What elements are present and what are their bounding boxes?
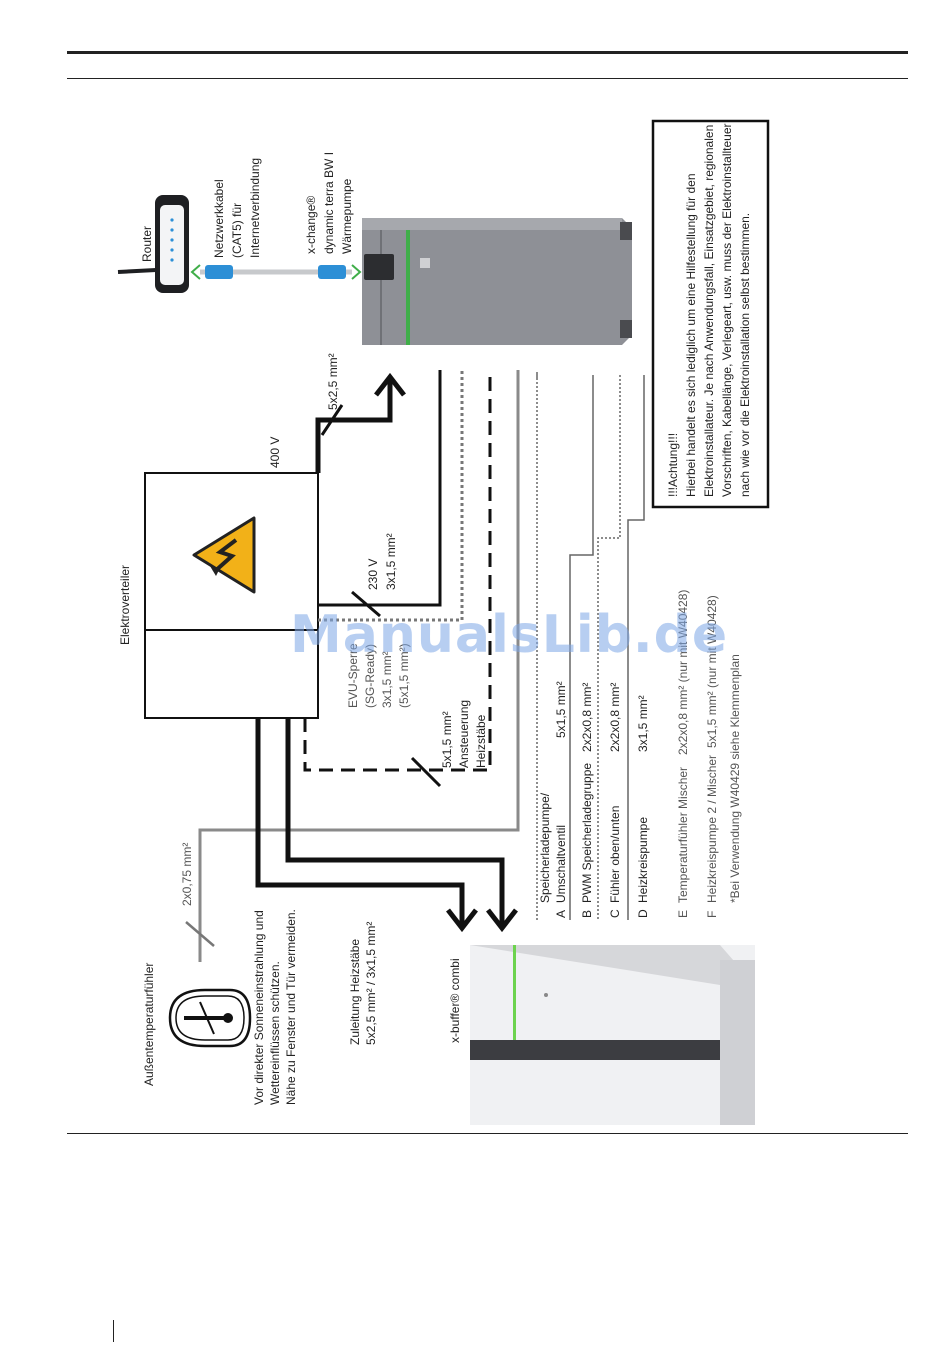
- legend-c-name: Fühler oben/unten: [608, 805, 622, 903]
- warning-icon: [192, 516, 256, 594]
- legend-d-name: Heizkreispumpe: [636, 816, 650, 903]
- legend-c-letter: C: [608, 909, 622, 918]
- thermometer-icon: [168, 988, 252, 1048]
- watermark-logo: ManualsLib.de: [290, 605, 729, 665]
- buffer-label: x-buffer® combi: [448, 958, 462, 1043]
- voltage-230-label-1: 230 V: [366, 558, 380, 590]
- heizstab-ctrl-label-1: 5x1,5 mm²: [440, 711, 454, 768]
- sensor-cable-label: 2x0,75 mm²: [180, 842, 194, 906]
- legend-e-name: Temperaturfühler Mischer: [676, 766, 690, 903]
- voltage-230-label-2: 3x1,5 mm²: [384, 533, 398, 590]
- heatpump-label-1: x-change®: [304, 195, 318, 254]
- heizstab-ctrl-label-3: Heizstäbe: [474, 714, 488, 768]
- network-cable: [190, 264, 362, 280]
- legend-a-name-1: Speicherladepumpe/: [538, 792, 552, 903]
- network-cable-label-2: (CAT5) für: [230, 202, 244, 258]
- router-label: Router: [140, 225, 154, 262]
- top-rule-thin: [67, 78, 908, 79]
- legend-b-letter: B: [580, 909, 594, 918]
- cable-400v: [315, 372, 406, 473]
- heizstab-ctrl-label-2: Ansteuerung: [457, 699, 471, 768]
- legend-d-letter: D: [636, 909, 650, 918]
- distributor-box: [144, 472, 319, 719]
- voltage-400-label: 400 V: [268, 436, 282, 468]
- legend-b-spec: 2x2x0,8 mm²: [580, 682, 594, 752]
- sensor-note-2: Wettereinflüssen schützen.: [268, 961, 282, 1105]
- warning-line-2: Hierbei handelt es sich lediglich um ein…: [684, 173, 698, 497]
- legend-e-letter: E: [676, 909, 690, 918]
- distributor-label: Elektroverteiler: [118, 564, 132, 645]
- legend-a-letter: A: [554, 909, 568, 918]
- top-rule-thick: [67, 51, 908, 54]
- warning-box: [651, 119, 770, 509]
- warning-line-4: Vorschriften, Kabellänge, Verlegeart, us…: [720, 123, 734, 497]
- network-cable-label-3: Internetverbindung: [248, 157, 262, 258]
- outdoor-sensor-label: Außentemperaturfühler: [142, 962, 156, 1086]
- cable-heizstab-supply: [255, 718, 518, 933]
- buffer-unit: [470, 945, 755, 1125]
- bottom-rule: [67, 1133, 908, 1134]
- heatpump-label-3: Wärmepumpe: [340, 178, 354, 254]
- warning-line-3: Elektroinstallateur. Je nach Anwendungsf…: [702, 124, 716, 497]
- cable-sensor: [185, 370, 520, 962]
- heatpump-label-2: dynamic terra BW I: [322, 151, 336, 254]
- legend-f-letter: F: [705, 910, 719, 918]
- legend-c-spec: 2x2x0,8 mm²: [608, 682, 622, 752]
- legend-footnote: *Bei Verwendung W40429 siehe Klemmenplan: [728, 654, 742, 903]
- legend-leaders: [536, 372, 645, 920]
- legend-b-name: PWM Speicherladegruppe: [580, 762, 594, 903]
- cable-heizstab-dashed: [303, 370, 492, 788]
- router-icon: [117, 195, 189, 293]
- sensor-note-1: Vor direkter Sonneneinstrahlung und: [252, 910, 266, 1105]
- warning-line-1: !!!Achtung!!!: [666, 432, 680, 497]
- legend-a-spec: 5x1,5 mm²: [554, 681, 568, 738]
- heizstab-supply-2: 5x2,5 mm² / 3x1,5 mm²: [364, 921, 378, 1045]
- heatpump-unit: [362, 218, 632, 345]
- heizstab-supply-1: Zuleitung Heizstäbe: [348, 938, 362, 1045]
- legend-f-name: Heizkreispumpe 2 / Mischer: [705, 754, 719, 903]
- cable-5x25-label: 5x2,5 mm²: [326, 353, 340, 410]
- cable-230v: [318, 370, 442, 618]
- warning-line-5: nach wie vor die Elektroinstallation sel…: [738, 212, 752, 497]
- legend-a-name-2: Umschaltventil: [554, 824, 568, 903]
- sensor-note-3: Nähe zu Fenster und Tür vermeiden.: [284, 909, 298, 1105]
- cable-evu-dotted: [318, 370, 464, 622]
- network-cable-label-1: Netzwerkkabel: [212, 179, 226, 258]
- legend-d-spec: 3x1,5 mm²: [636, 695, 650, 752]
- page-number-bar: [113, 1320, 114, 1342]
